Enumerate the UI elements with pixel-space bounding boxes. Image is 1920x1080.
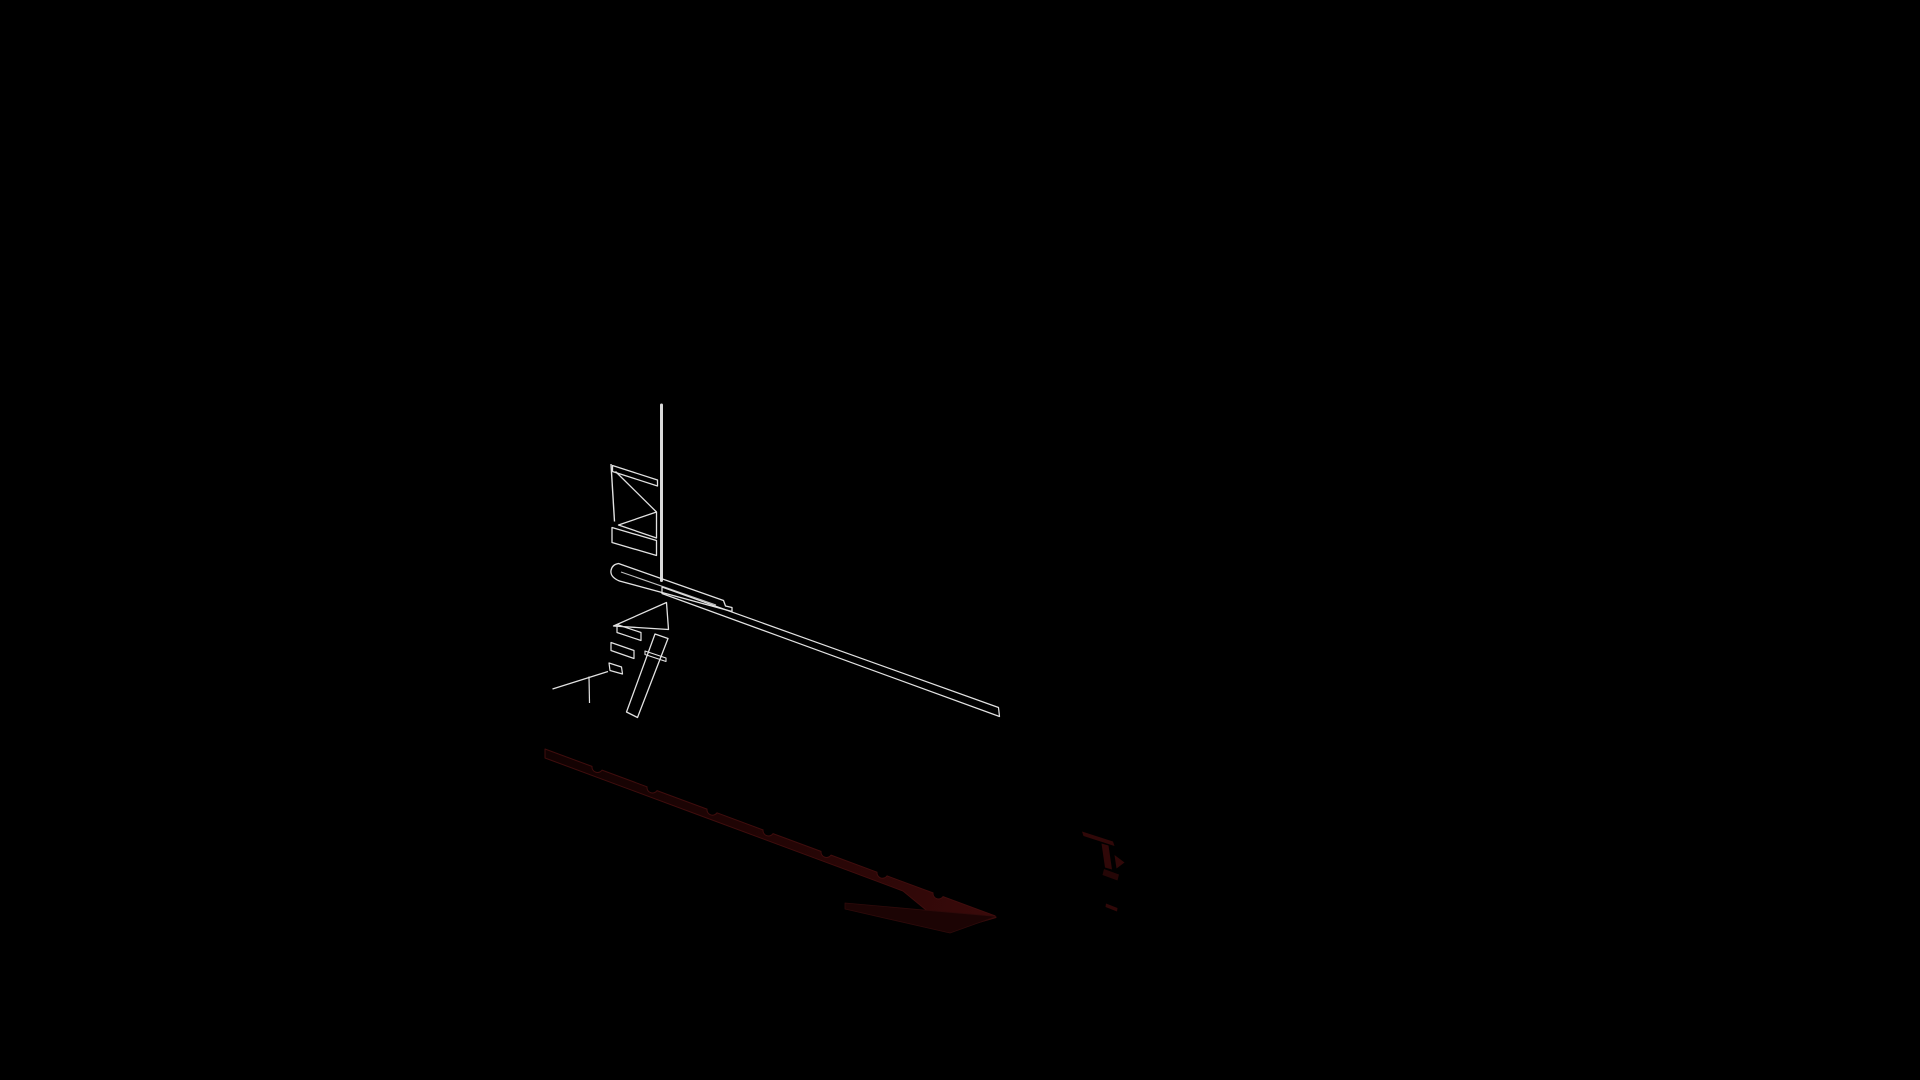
flag-top-rail [611, 464, 659, 487]
step-dash [644, 650, 667, 663]
wireframe-scene [544, 403, 1125, 934]
beam [661, 586, 1001, 718]
leg-strut [625, 633, 669, 719]
far-structure-boom [1082, 831, 1115, 846]
far-structure-foot [1102, 869, 1119, 881]
outrigger-line [552, 670, 609, 690]
rail-lower-streak [844, 902, 997, 934]
far-structure-pennant [1114, 855, 1125, 869]
step-lower [610, 641, 635, 660]
notched-rail [544, 748, 997, 931]
outrigger-tick [588, 676, 591, 704]
flag-pennant [617, 511, 658, 539]
boom [610, 562, 733, 613]
flag-left-edge [610, 463, 616, 522]
far-structure-leg [1101, 843, 1112, 870]
arrow-support [612, 601, 670, 631]
flag-diagonal [615, 471, 657, 513]
step-upper [616, 623, 642, 642]
far-structure-dash [1105, 903, 1118, 912]
outrigger-end-block [608, 662, 624, 675]
boom-inner-edge [620, 571, 717, 606]
flag-bottom-rail [611, 526, 658, 557]
